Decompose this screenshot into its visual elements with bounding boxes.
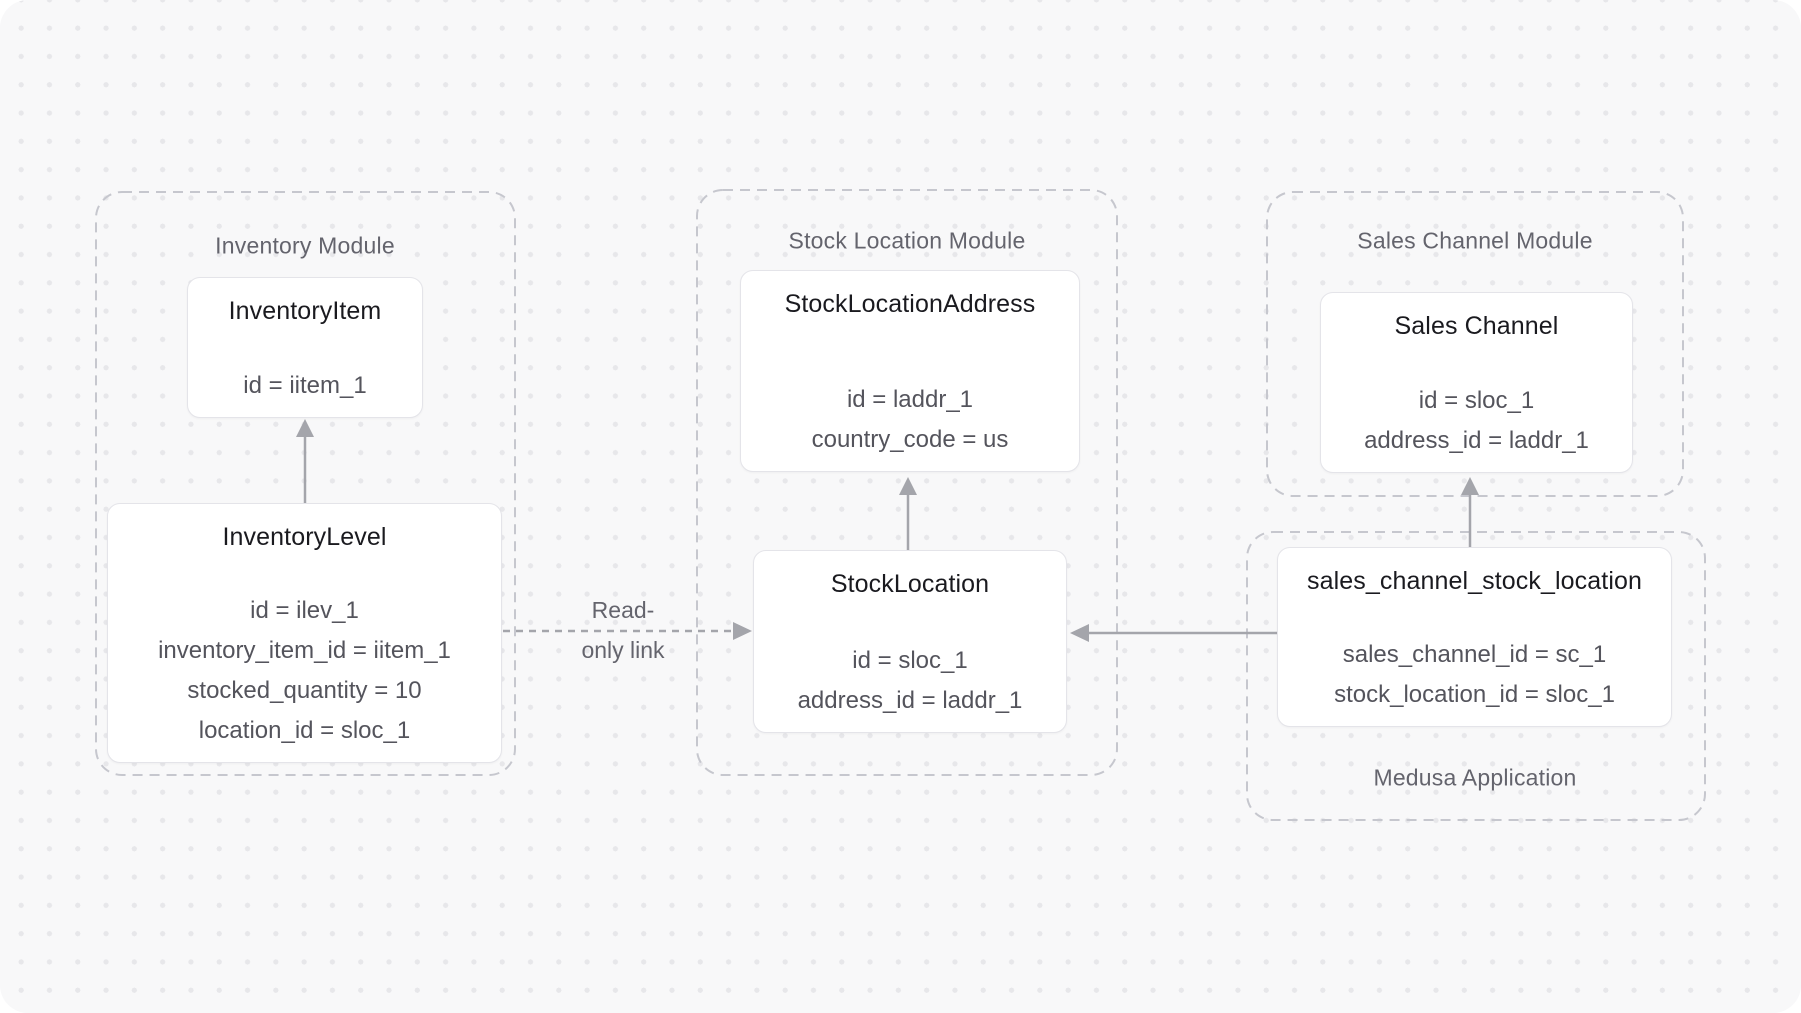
entity-inventory-item: InventoryItem id = iitem_1 bbox=[187, 277, 423, 418]
entity-field: stocked_quantity = 10 bbox=[187, 677, 422, 704]
entity-field: country_code = us bbox=[811, 426, 1009, 453]
entity-stock-location-fields: id = sloc_1 address_id = laddr_1 bbox=[798, 641, 1023, 721]
stock-location-module-title: Stock Location Module bbox=[788, 227, 1026, 254]
entity-sales-channel-stock-location: sales_channel_stock_location sales_chann… bbox=[1277, 547, 1672, 727]
entity-stock-location-address-title: StockLocationAddress bbox=[784, 290, 1036, 318]
entity-field: stock_location_id = sloc_1 bbox=[1334, 681, 1615, 708]
entity-field: id = sloc_1 bbox=[852, 647, 968, 674]
entity-field: inventory_item_id = iitem_1 bbox=[158, 637, 451, 664]
arrow-stocklocation-to-stocklocationaddress bbox=[899, 477, 917, 550]
entity-inventory-item-title: InventoryItem bbox=[228, 297, 382, 325]
arrow-scsl-to-stocklocation bbox=[1070, 624, 1277, 642]
entity-stock-location: StockLocation id = sloc_1 address_id = l… bbox=[753, 550, 1067, 733]
arrow-scsl-to-saleschannel bbox=[1461, 477, 1479, 547]
entity-stock-location-title: StockLocation bbox=[830, 570, 990, 598]
entity-field: id = laddr_1 bbox=[846, 386, 974, 413]
arrow-inventorylevel-to-inventoryitem bbox=[296, 419, 314, 503]
entity-inventory-level-title: InventoryLevel bbox=[222, 523, 387, 551]
entity-inventory-item-fields: id = iitem_1 bbox=[243, 366, 366, 406]
entity-stock-location-address-fields: id = laddr_1 country_code = us bbox=[812, 380, 1009, 460]
entity-inventory-level: InventoryLevel id = ilev_1 inventory_ite… bbox=[107, 503, 502, 763]
entity-sales-channel-fields: id = sloc_1 address_id = laddr_1 bbox=[1364, 381, 1589, 461]
entity-sales-channel-stock-location-fields: sales_channel_id = sc_1 stock_location_i… bbox=[1334, 635, 1615, 715]
entity-field: address_id = laddr_1 bbox=[1364, 427, 1589, 454]
entity-inventory-level-fields: id = ilev_1 inventory_item_id = iitem_1 … bbox=[158, 591, 451, 751]
entity-field: address_id = laddr_1 bbox=[797, 687, 1023, 714]
medusa-application-label: Medusa Application bbox=[1373, 764, 1577, 791]
sales-channel-module-title: Sales Channel Module bbox=[1357, 227, 1593, 254]
read-only-link-label: Read- only link bbox=[581, 590, 664, 670]
read-only-link-line1: Read- bbox=[591, 597, 655, 623]
entity-field: location_id = sloc_1 bbox=[198, 717, 411, 744]
entity-field: id = ilev_1 bbox=[250, 597, 359, 624]
read-only-link-line2: only link bbox=[581, 637, 665, 663]
entity-sales-channel-title: Sales Channel bbox=[1394, 312, 1559, 340]
inventory-module-title: Inventory Module bbox=[215, 232, 395, 259]
entity-sales-channel-stock-location-title: sales_channel_stock_location bbox=[1307, 567, 1642, 595]
entity-field: sales_channel_id = sc_1 bbox=[1342, 641, 1607, 668]
entity-sales-channel: Sales Channel id = sloc_1 address_id = l… bbox=[1320, 292, 1633, 473]
entity-field: id = iitem_1 bbox=[243, 372, 367, 399]
entity-stock-location-address: StockLocationAddress id = laddr_1 countr… bbox=[740, 270, 1080, 472]
entity-field: id = sloc_1 bbox=[1418, 387, 1535, 414]
